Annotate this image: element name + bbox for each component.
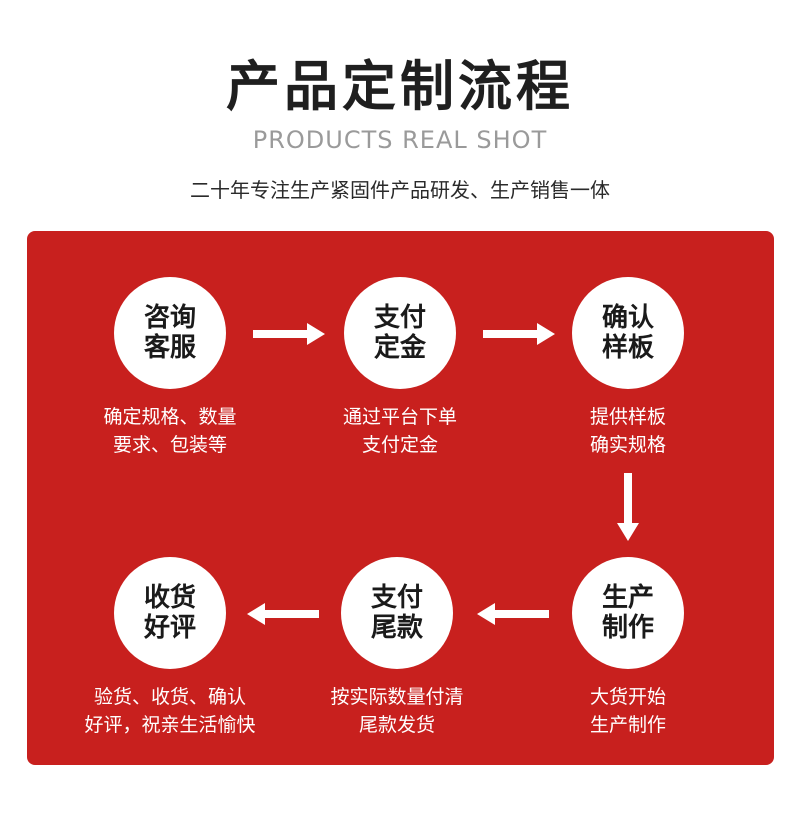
tagline: 二十年专注生产紧固件产品研发、生产销售一体 — [190, 178, 610, 202]
step-label: 支付定金 — [373, 303, 426, 363]
step-desc-line: 按实际数量付清 — [330, 686, 464, 708]
step-circle: 咨询客服 — [114, 277, 226, 389]
step-circle: 确认样板 — [572, 277, 684, 389]
step-consult: 咨询客服 确定规格、数量 要求、包装等 — [70, 277, 270, 459]
step-desc-line: 生产制作 — [589, 714, 666, 736]
arrow-right-icon — [253, 323, 325, 345]
step-desc-line: 确定规格、数量 — [103, 406, 237, 428]
step-desc: 按实际数量付清 尾款发货 — [297, 683, 497, 739]
step-label: 支付尾款 — [370, 583, 423, 643]
step-final-payment: 支付尾款 按实际数量付清 尾款发货 — [297, 557, 497, 739]
arrow-right-icon — [483, 323, 555, 345]
step-label: 确认样板 — [601, 303, 654, 363]
step-desc-line: 支付定金 — [361, 434, 438, 456]
step-desc-line: 尾款发货 — [358, 714, 435, 736]
step-desc-line: 大货开始 — [589, 686, 666, 708]
step-production: 生产制作 大货开始 生产制作 — [528, 557, 728, 739]
step-desc-line: 要求、包装等 — [112, 434, 227, 456]
arrow-left-icon — [477, 603, 549, 625]
step-receive: 收货好评 验货、收货、确认 好评，祝亲生活愉快 — [70, 557, 270, 739]
step-desc-line: 通过平台下单 — [342, 406, 457, 428]
step-label: 咨询客服 — [143, 303, 196, 363]
step-circle: 生产制作 — [572, 557, 684, 669]
step-deposit: 支付定金 通过平台下单 支付定金 — [300, 277, 500, 459]
step-desc-line: 好评，祝亲生活愉快 — [84, 714, 256, 736]
step-label: 收货好评 — [143, 583, 196, 643]
process-panel: 咨询客服 确定规格、数量 要求、包装等 支付定金 通过平台下单 支付定金 确认样… — [27, 231, 774, 765]
step-label: 生产制作 — [601, 583, 654, 643]
step-circle: 收货好评 — [114, 557, 226, 669]
step-circle: 支付定金 — [344, 277, 456, 389]
arrow-left-icon — [247, 603, 319, 625]
step-desc: 通过平台下单 支付定金 — [300, 403, 500, 459]
step-desc-line: 提供样板 — [589, 406, 666, 428]
arrow-down-icon — [617, 473, 639, 541]
step-desc: 提供样板 确实规格 — [528, 403, 728, 459]
step-circle: 支付尾款 — [341, 557, 453, 669]
page-subtitle: PRODUCTS REAL SHOT — [252, 126, 548, 154]
step-desc-line: 验货、收货、确认 — [93, 686, 246, 708]
step-desc: 大货开始 生产制作 — [528, 683, 728, 739]
step-sample: 确认样板 提供样板 确实规格 — [528, 277, 728, 459]
step-desc: 验货、收货、确认 好评，祝亲生活愉快 — [70, 683, 270, 739]
page-title: 产品定制流程 — [226, 55, 574, 118]
step-desc: 确定规格、数量 要求、包装等 — [70, 403, 270, 459]
step-desc-line: 确实规格 — [589, 434, 666, 456]
